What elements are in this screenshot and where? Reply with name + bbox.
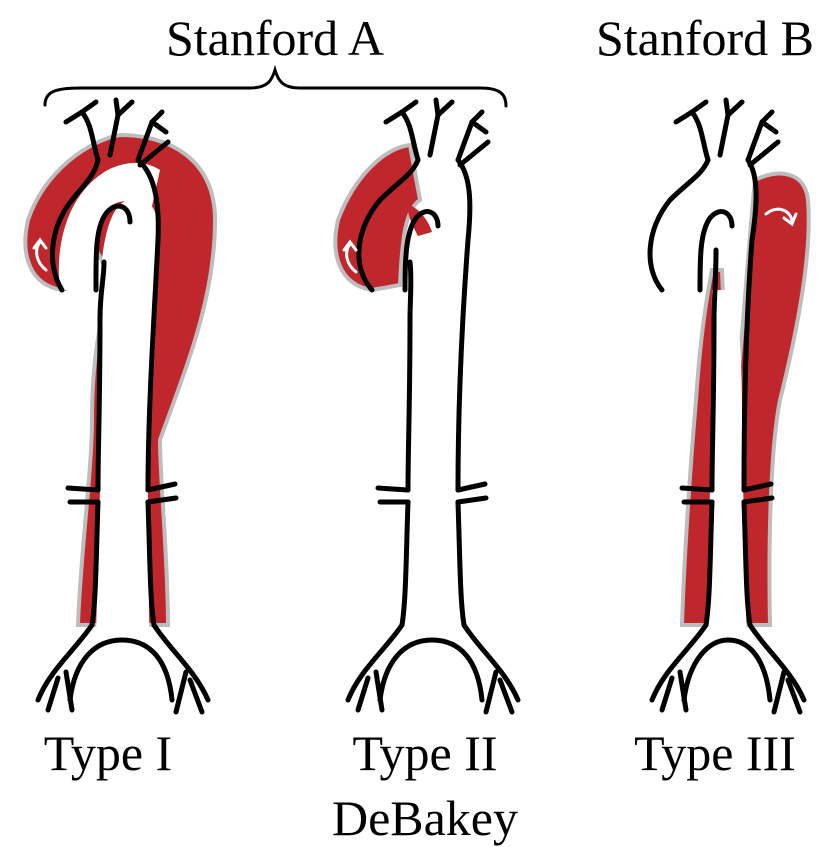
type-1-label: Type I	[44, 725, 172, 781]
aorta-type-1	[25, 100, 215, 720]
type-3-label: Type III	[634, 725, 796, 781]
aorta-type-2	[335, 100, 518, 712]
stanford-b-label: Stanford B	[596, 10, 814, 66]
aorta-type-3	[650, 100, 809, 720]
type-2-label: Type II	[352, 725, 497, 781]
stanford-a-label: Stanford A	[166, 10, 384, 66]
debakey-label: DeBakey	[332, 790, 518, 846]
